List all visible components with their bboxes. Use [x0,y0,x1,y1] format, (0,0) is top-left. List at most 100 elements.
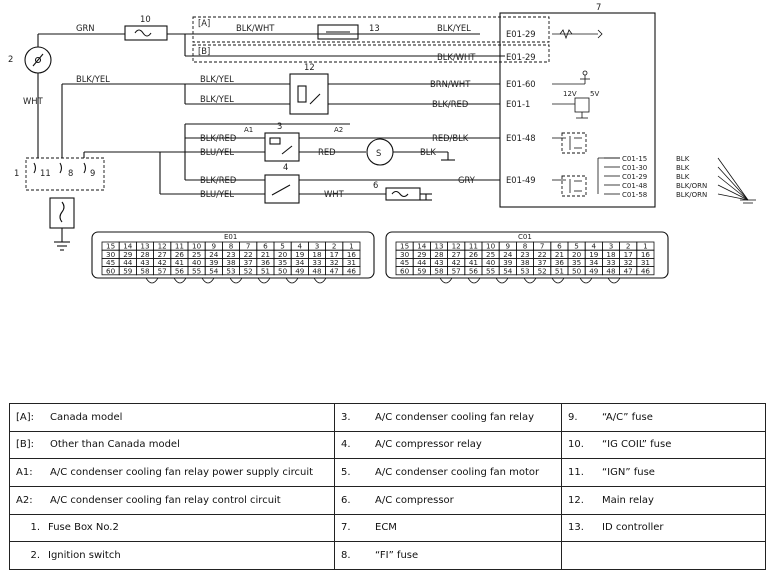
connector-pin: 51 [555,266,564,275]
connector-pin: 16 [641,250,651,259]
wire-blk-yel-r12b-label: BLK/YEL [200,94,234,104]
ground-pin-wire: BLK/ORN [676,191,707,199]
fuse-fi-number: 8 [68,168,73,178]
legend-text: ID controller [602,522,664,534]
legend-cell: [B]:Other than Canada model [9,430,335,460]
ecm: 7 E01-29 E01-29 E01-60 E01-1 E01-48 E01-… [499,2,656,208]
legend-text: ECM [375,522,397,534]
wire-red-blk-label: RED/BLK [432,133,469,143]
wire-wht-label: WHT [23,96,44,106]
fuse-ign-number: 11 [40,168,51,178]
connector-pin: 41 [469,258,478,267]
connector-pin: 46 [641,266,651,275]
connector-pin: 6 [263,242,268,251]
legend-key: [A]: [16,411,35,423]
fan-relay-number: 3 [277,121,282,131]
connector-pin: 19 [295,250,305,259]
wire-brn-wht-label: BRN/WHT [430,79,471,89]
legend-key: A2: [16,494,33,506]
connector-pin: 2 [626,242,631,251]
wire-grn-label: GRN [76,23,95,33]
connector-pin: 47 [624,266,633,275]
connector-pin: 45 [106,258,115,267]
connector-pin: 29 [417,250,427,259]
legend-cell: 5.A/C condenser cooling fan motor [334,458,562,487]
connector-pin: 26 [469,250,479,259]
connector-pin: 43 [140,258,149,267]
main-relay-number: 12 [304,62,315,72]
connector-pin: 25 [486,250,495,259]
connector-pin: 37 [538,258,547,267]
connector-pin: 60 [106,266,116,275]
wire-blk-yel-a-label: BLK/YEL [437,23,471,33]
wire-blk-wht-b-label: BLK/WHT [437,52,476,62]
wire-blk-red-12-label: BLK/RED [432,99,468,109]
connector-pin: 32 [330,258,339,267]
legend-key: 4. [341,439,351,451]
connector-pin: 11 [175,242,184,251]
ecm-pin-e0129b: E01-29 [506,52,536,62]
marker-a2: A2 [334,126,343,134]
legend-key: [B]: [16,439,35,451]
region-a-box [192,16,550,43]
legend-row: A2:A/C condenser cooling fan relay contr… [9,485,766,515]
connector-pin: 54 [503,266,513,275]
connector-pin: 36 [555,258,565,267]
connector-pin: 6 [557,242,562,251]
ground-pin-id: C01-15 [622,155,647,163]
legend-key: 2. [30,550,40,562]
connector-pin: 43 [434,258,443,267]
connector-pin: 39 [503,258,513,267]
fan-motor-symbol: S [376,148,381,158]
connector-pin: 52 [538,266,547,275]
connector-pin: 17 [330,250,339,259]
connector-pin: 27 [452,250,461,259]
connector-pin: 35 [278,258,287,267]
legend-row: A1:A/C condenser cooling fan relay power… [9,458,766,487]
connector-pin: 3 [609,242,614,251]
legend-text: A/C condenser cooling fan motor [375,467,540,479]
legend-text: A/C compressor [375,494,454,506]
ecm-5v-label: 5V [590,90,599,98]
connector-pin: 42 [452,258,461,267]
connector-pin: 56 [175,266,185,275]
connector-pin: 44 [123,258,133,267]
connector-pin: 13 [434,242,443,251]
legend-cell: A2:A/C condenser cooling fan relay contr… [9,485,335,515]
connector-pin: 11 [469,242,478,251]
legend-text: Canada model [50,411,123,423]
connector-pin: 49 [295,266,305,275]
connector-pin: 21 [261,250,270,259]
connector-pin: 4 [592,242,597,251]
connector-pin: 57 [158,266,167,275]
connector-pin: 37 [244,258,253,267]
legend-key: 7. [341,522,351,534]
legend-cell: 9.“A/C” fuse [561,403,766,432]
wire-blk-wht-a-label: BLK/WHT [236,23,275,33]
connector-title: C01 [518,233,532,241]
wire-wht-comp-label: WHT [324,189,345,199]
connector-pin: 22 [244,250,253,259]
connector-pin: 32 [624,258,633,267]
wire-blk-yel-r12a-label: BLK/YEL [200,74,234,84]
ecm-pin-e0160: E01-60 [506,79,536,89]
connector-pin: 14 [417,242,427,251]
legend-cell: 12.Main relay [561,485,766,515]
connector-pin: 1 [349,242,354,251]
connector-pin: 46 [347,266,357,275]
id-controller-number: 13 [369,23,380,33]
connector-pin: 12 [158,242,167,251]
legend-cell: 1.Fuse Box No.2 [9,513,335,543]
connector-pin: 9 [506,242,511,251]
connector-pin: 36 [261,258,271,267]
connector-pin: 55 [192,266,201,275]
legend-cell: 11.“IGN” fuse [561,458,766,487]
wiring-diagram: 2 GRN WHT 10 [A] [B] BLK/WHT BLK/YEL BLK… [8,2,756,284]
connector-pin: 58 [434,266,444,275]
region-a-label: [A] [198,18,210,28]
legend-cell: 3.A/C condenser cooling fan relay [334,403,562,432]
